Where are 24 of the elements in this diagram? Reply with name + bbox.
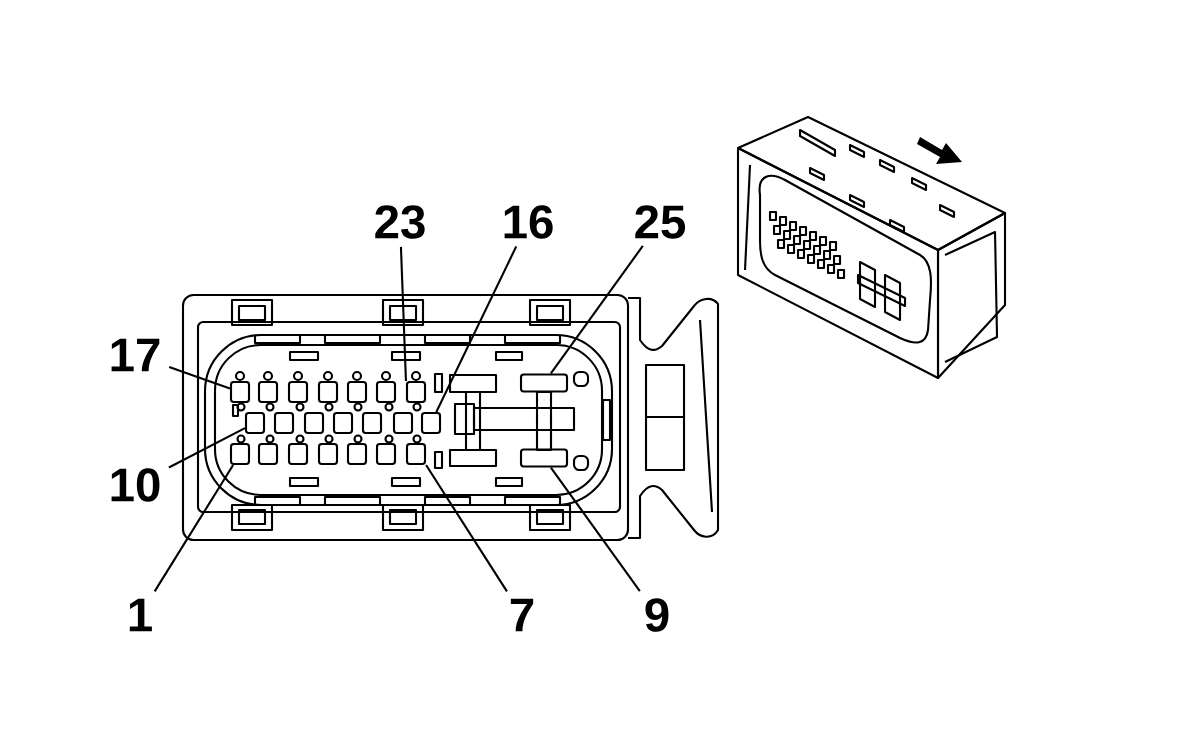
- pin-terminal: [405, 380, 427, 404]
- callout-number: 7: [510, 598, 534, 632]
- pin-terminal: [405, 442, 427, 466]
- callout-number: 16: [504, 205, 553, 239]
- pin-terminal: [229, 442, 251, 466]
- leader-line: [399, 246, 407, 381]
- leader-line: [425, 464, 508, 592]
- callout-number: 17: [111, 338, 160, 372]
- callout-number: 23: [375, 205, 425, 239]
- callout-number: 1: [129, 598, 152, 632]
- pin-terminal: [519, 448, 569, 468]
- pin-terminal: [229, 380, 251, 404]
- callout-number: 10: [111, 468, 160, 502]
- pin-terminal: [519, 373, 569, 393]
- leader-line: [550, 466, 641, 592]
- pin-terminal: [244, 411, 266, 435]
- leader-line: [168, 366, 231, 390]
- leader-line: [435, 245, 518, 413]
- leader-line: [168, 427, 246, 469]
- pin-terminal: [420, 411, 442, 435]
- leader-line: [550, 245, 644, 375]
- leader-line: [153, 464, 235, 592]
- callout-number: 9: [645, 598, 669, 632]
- callout-number: 25: [635, 205, 686, 239]
